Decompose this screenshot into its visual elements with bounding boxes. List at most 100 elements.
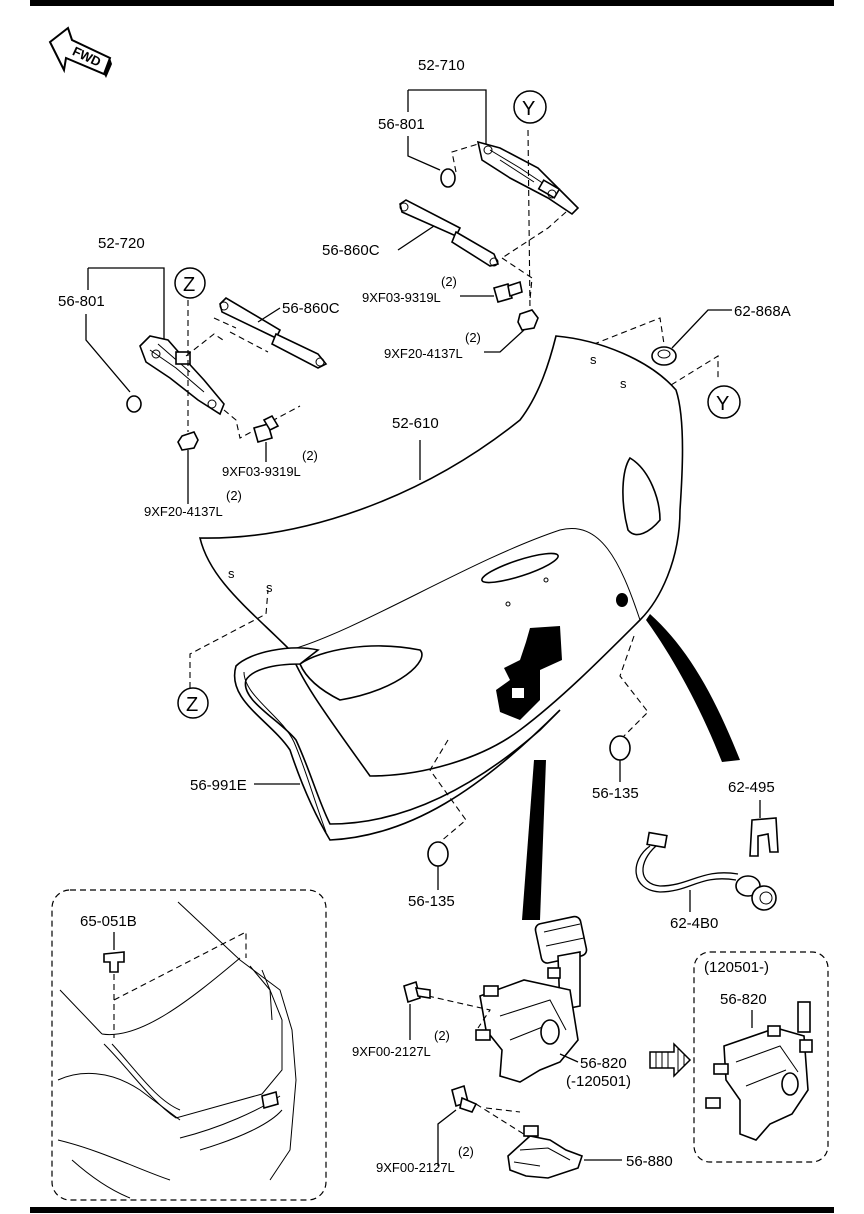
label-9xf20-top: 9XF20-4137L — [384, 346, 463, 361]
label-inset-range: (120501-) — [704, 959, 769, 976]
harness-62-4b0-callout: 62-4B0 — [670, 890, 718, 932]
hinge-52-720-callout: 52-720 — [87, 235, 165, 340]
lock-56-820-part — [475, 915, 588, 1083]
label-52-720: 52-720 — [98, 235, 145, 252]
weatherstrip-56-991e-callout: 56-991E — [190, 777, 300, 794]
qty-9xf03-top: (2) — [441, 274, 457, 289]
fwd-arrow-icon: FWD — [48, 26, 112, 78]
ref-y-top: Y — [513, 90, 547, 124]
hinge-52-720-part — [126, 335, 225, 416]
label-56-820-range: (-120501) — [566, 1073, 631, 1090]
bolt-9xf03-top-callout: (2) 9XF03-9319L — [362, 274, 494, 305]
inset-panel-right — [693, 951, 829, 1163]
bolt-9xf00-a-callout: (2) 9XF00-2127L — [352, 1004, 450, 1059]
label-65-051b: 65-051B — [80, 913, 137, 930]
bumper-56-135-bottom-callout: 56-135 — [408, 866, 455, 910]
strut-56-860c-left-part — [219, 296, 328, 369]
hinge-left-guide — [185, 317, 301, 439]
hinge-top-guide-a — [451, 143, 567, 301]
striker-56-880-callout: 56-880 — [584, 1153, 673, 1170]
lock-56-820-inset-part — [705, 1001, 813, 1141]
bumper-56-801-top-callout: 56-801 — [378, 116, 441, 171]
bumper-56-135-right-callout: 56-135 — [592, 760, 639, 802]
label-52-710: 52-710 — [418, 57, 465, 74]
trunk-lid-52-610-callout: 52-610 — [392, 415, 439, 480]
nut-9xf20-left-part — [177, 431, 199, 451]
svg-text:s: s — [620, 376, 627, 391]
qty-9xf00-a: (2) — [434, 1028, 450, 1043]
nut-9xf20-top-callout: (2) 9XF20-4137L — [384, 329, 525, 361]
qty-9xf20-top: (2) — [465, 330, 481, 345]
grommet-62-868a-callout: 62-868A — [671, 303, 791, 349]
label-52-610: 52-610 — [392, 415, 439, 432]
lock-56-820-callout: 56-820 (-120501) — [559, 1053, 631, 1090]
hinge-top-guide-b — [527, 129, 531, 311]
strut-56-860c-left-callout: 56-860C — [257, 300, 340, 323]
label-56-135-right: 56-135 — [592, 785, 639, 802]
svg-text:s: s — [228, 566, 235, 581]
bottom-border-bar — [30, 1207, 834, 1213]
bolt-9xf00-a-part — [403, 980, 431, 1004]
bumper-56-135-bottom-part — [427, 841, 449, 867]
ref-z-left: Z — [177, 687, 209, 719]
clip-62-495-callout: 62-495 — [728, 779, 775, 818]
svg-text:s: s — [590, 352, 597, 367]
trunk-lid-52-610-part: s s s s — [198, 335, 684, 777]
label-56-801-top: 56-801 — [378, 116, 425, 133]
supersede-arrow-icon — [649, 1042, 692, 1078]
label-62-495: 62-495 — [728, 779, 775, 796]
lock-bolt-guide-a — [427, 995, 491, 1029]
harness-62-4b0-part — [635, 831, 777, 911]
bolt-9xf00-b-callout: (2) 9XF00-2127L — [376, 1109, 474, 1175]
bolt-9xf00-b-part — [451, 1084, 478, 1113]
clip-62-495-part — [749, 817, 779, 857]
label-56-860c-left: 56-860C — [282, 300, 340, 317]
lock-lead-wedge — [522, 760, 546, 920]
clip-65-051b-part — [103, 951, 125, 973]
ref-z-left-label: Z — [186, 694, 198, 716]
ref-y-right-label: Y — [716, 393, 729, 415]
label-9xf00-a: 9XF00-2127L — [352, 1044, 431, 1059]
label-62-868a: 62-868A — [734, 303, 791, 320]
label-56-860c-top: 56-860C — [322, 242, 380, 259]
svg-text:s: s — [266, 580, 273, 595]
label-56-820-inset: 56-820 — [720, 991, 767, 1008]
bumper-56-135-right-part — [609, 735, 631, 761]
qty-9xf20-left: (2) — [226, 488, 242, 503]
striker-56-880-part — [507, 1125, 584, 1179]
ref-z-top-label: Z — [183, 274, 195, 296]
switch-lead-wedge — [646, 614, 740, 762]
bolt-9xf03-top-part — [493, 280, 523, 303]
strut-56-860c-top-callout: 56-860C — [322, 225, 435, 259]
qty-9xf03-left: (2) — [302, 448, 318, 463]
nut-9xf20-top-part — [517, 309, 539, 331]
ref-y-right: Y — [707, 385, 741, 419]
strut-56-860c-top-part — [399, 199, 500, 267]
label-9xf03-top: 9XF03-9319L — [362, 290, 441, 305]
nut-9xf20-left-callout: (2) 9XF20-4137L — [144, 450, 242, 519]
ref-y-top-label: Y — [522, 98, 535, 120]
bumper-56-801-left-callout: 56-801 — [58, 293, 131, 393]
label-9xf20-left: 9XF20-4137L — [144, 504, 223, 519]
label-9xf00-b: 9XF00-2127L — [376, 1160, 455, 1175]
bolt-9xf03-left-part — [253, 414, 280, 443]
weatherstrip-56-991e-part — [233, 647, 561, 841]
label-62-4b0: 62-4B0 — [670, 915, 718, 932]
hinge-52-710-part — [440, 140, 580, 216]
label-9xf03-left: 9XF03-9319L — [222, 464, 301, 479]
bumper-right-guide — [619, 635, 649, 741]
inset-right-callout: (120501-) 56-820 — [704, 959, 769, 1028]
grommet-62-868a-part — [651, 346, 677, 366]
bolt-9xf03-left-callout: (2) 9XF03-9319L — [222, 442, 318, 479]
ref-z-top: Z — [174, 267, 206, 299]
label-56-820-main: 56-820 — [580, 1055, 627, 1072]
inset-trunk-illustration — [57, 901, 297, 1199]
inset-panel-left — [51, 889, 327, 1201]
top-border-bar — [30, 0, 834, 6]
inset-clip-guide — [113, 931, 247, 1038]
hinge-52-710-callout: 52-710 — [407, 57, 487, 145]
label-56-801-left: 56-801 — [58, 293, 105, 310]
label-56-880: 56-880 — [626, 1153, 673, 1170]
bumper-bottom-guide — [429, 739, 467, 843]
